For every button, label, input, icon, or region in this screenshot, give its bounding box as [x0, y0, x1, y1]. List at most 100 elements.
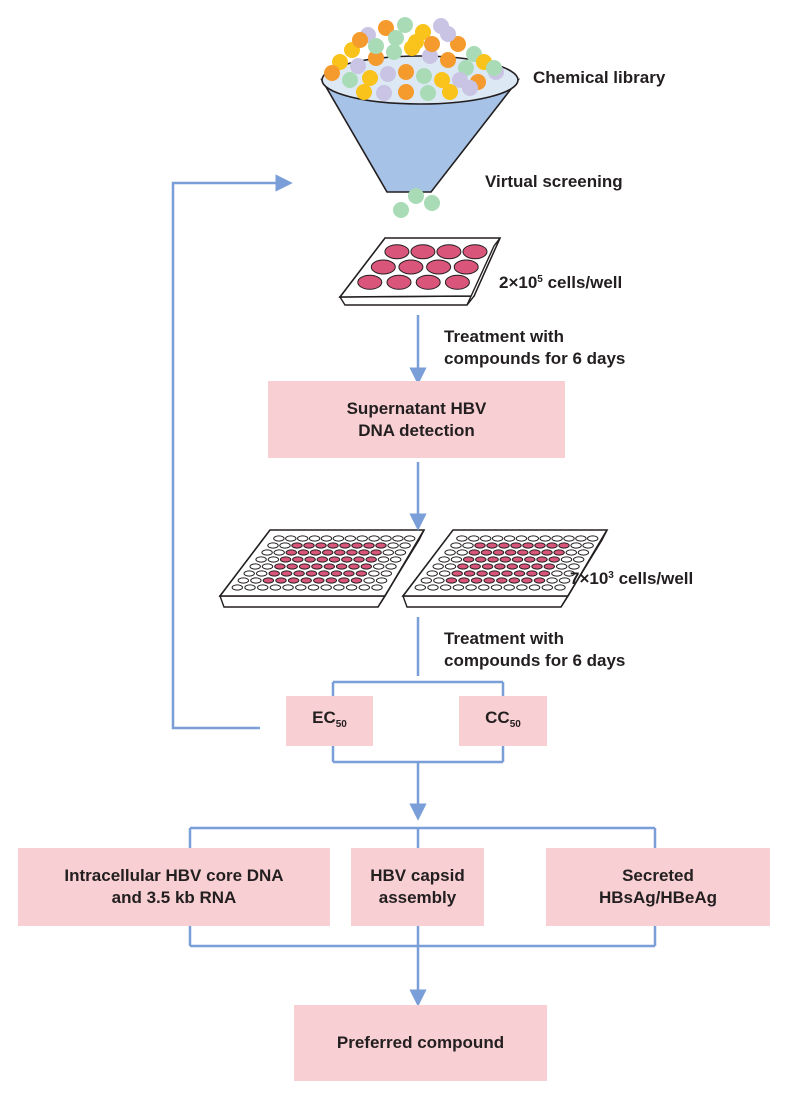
well: [451, 570, 463, 577]
well: [257, 584, 269, 591]
well: [256, 570, 268, 577]
well: [468, 535, 480, 542]
well: [541, 549, 553, 556]
compound-ball: [324, 65, 340, 81]
well: [480, 549, 493, 556]
well: [348, 563, 360, 570]
well: [262, 577, 275, 584]
well: [551, 535, 563, 542]
well: [255, 556, 267, 563]
compound-ball: [397, 17, 413, 33]
well: [285, 549, 297, 556]
well: [558, 577, 571, 584]
well: [433, 577, 445, 584]
well: [499, 556, 511, 563]
compound-ball: [398, 84, 414, 100]
well: [560, 556, 573, 563]
compound-ball: [450, 36, 466, 52]
well: [398, 259, 424, 275]
well: [511, 556, 524, 563]
well: [450, 542, 462, 549]
well: [380, 535, 392, 542]
well: [344, 535, 356, 542]
well: [529, 549, 541, 556]
well: [274, 563, 286, 570]
well: [505, 549, 517, 556]
well: [305, 570, 318, 577]
well: [570, 542, 582, 549]
well: [468, 549, 480, 556]
well: [279, 542, 291, 549]
well: [457, 563, 469, 570]
well: [528, 584, 541, 591]
well: [486, 542, 498, 549]
well: [293, 570, 305, 577]
well: [432, 563, 444, 570]
well: [444, 563, 457, 570]
well: [356, 535, 368, 542]
compound-ball: [440, 52, 456, 68]
well: [546, 577, 558, 584]
well: [325, 577, 337, 584]
compound-ball: [424, 36, 440, 52]
well: [474, 542, 486, 549]
well: [273, 535, 285, 542]
well: [261, 563, 274, 570]
well: [309, 549, 322, 556]
well: [534, 542, 546, 549]
well: [452, 584, 465, 591]
treatment-step-2: Treatment with compounds for 6 days: [444, 629, 626, 670]
well: [297, 535, 309, 542]
well: [496, 577, 508, 584]
well: [491, 535, 504, 542]
preferred-compound-box: Preferred compound: [294, 1005, 547, 1081]
compound-ball: [434, 72, 450, 88]
well: [365, 556, 377, 563]
chemical-library-label: Chemical library: [533, 68, 666, 87]
well: [368, 535, 380, 542]
well: [261, 549, 273, 556]
well: [363, 577, 375, 584]
well: [420, 577, 432, 584]
well: [231, 584, 244, 591]
well: [335, 563, 348, 570]
well: [548, 556, 560, 563]
well: [568, 563, 580, 570]
cell-plate-96-right: [401, 529, 609, 608]
well: [513, 570, 526, 577]
well: [320, 584, 332, 591]
well: [328, 556, 341, 563]
well: [531, 563, 543, 570]
cell-plate-small: [338, 237, 502, 306]
well: [269, 584, 282, 591]
well: [327, 542, 339, 549]
well: [267, 556, 280, 563]
well: [478, 584, 490, 591]
well: [543, 563, 555, 570]
well: [465, 584, 477, 591]
well: [387, 542, 399, 549]
well: [320, 535, 333, 542]
well: [275, 577, 287, 584]
well: [333, 584, 345, 591]
compound-ball: [368, 38, 384, 54]
well: [377, 556, 390, 563]
well: [237, 577, 250, 584]
well: [475, 556, 487, 563]
well: [554, 584, 566, 591]
well: [307, 584, 320, 591]
well: [292, 556, 304, 563]
well: [541, 584, 553, 591]
well: [330, 570, 343, 577]
well: [587, 535, 599, 542]
compound-ball: [422, 48, 438, 64]
well: [445, 577, 458, 584]
well: [533, 577, 546, 584]
well: [311, 563, 323, 570]
supernatant-detection-box: Supernatant HBV DNA detection: [268, 381, 565, 458]
compound-ball: [380, 66, 396, 82]
compound-ball: [378, 20, 394, 36]
well: [517, 549, 529, 556]
compound-ball: [416, 68, 432, 84]
compound-ball: [376, 85, 392, 101]
